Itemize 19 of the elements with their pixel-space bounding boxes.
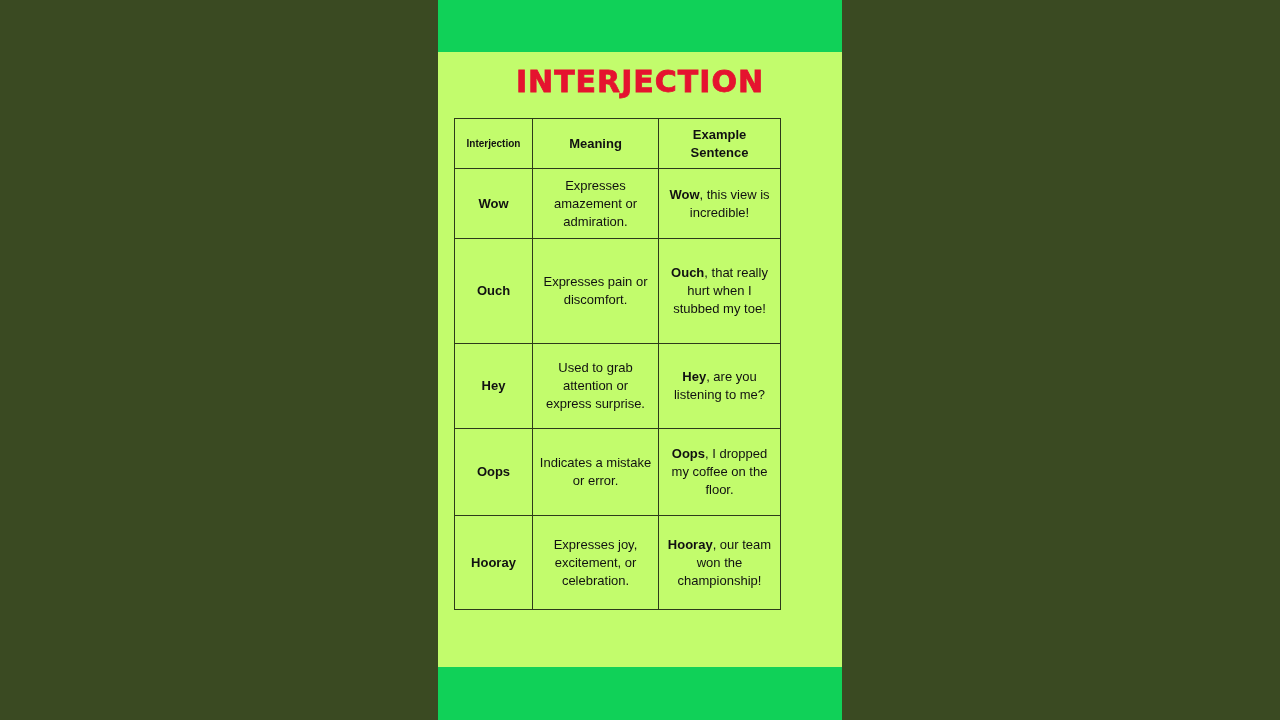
example-cell: Hooray, our team won the championship! — [658, 515, 781, 610]
interjection-cell: Oops — [454, 428, 533, 516]
interjection-cell: Hooray — [454, 515, 533, 610]
interjection-cell: Wow — [454, 168, 533, 239]
meaning-cell: Expresses joy, excitement, or celebration. — [532, 515, 659, 610]
meaning-cell: Expresses pain or discomfort. — [532, 238, 659, 344]
example-cell: Hey, are you listening to me? — [658, 343, 781, 429]
header-cell: Interjection — [454, 118, 533, 169]
header-cell: Example Sentence — [658, 118, 781, 169]
interjection-cell: Ouch — [454, 238, 533, 344]
title: INTERJECTION — [514, 64, 766, 99]
example-cell: Wow, this view is incredible! — [658, 168, 781, 239]
example-cell: Ouch, that really hurt when I stubbed my toe! — [658, 238, 781, 344]
header-cell: Meaning — [532, 118, 659, 169]
interjection-cell: Hey — [454, 343, 533, 429]
example-cell: Oops, I dropped my coffee on the floor. — [658, 428, 781, 516]
meaning-cell: Indicates a mistake or error. — [532, 428, 659, 516]
meaning-cell: Used to grab attention or express surprise. — [532, 343, 659, 429]
meaning-cell: Expresses amazement or admiration. — [532, 168, 659, 239]
